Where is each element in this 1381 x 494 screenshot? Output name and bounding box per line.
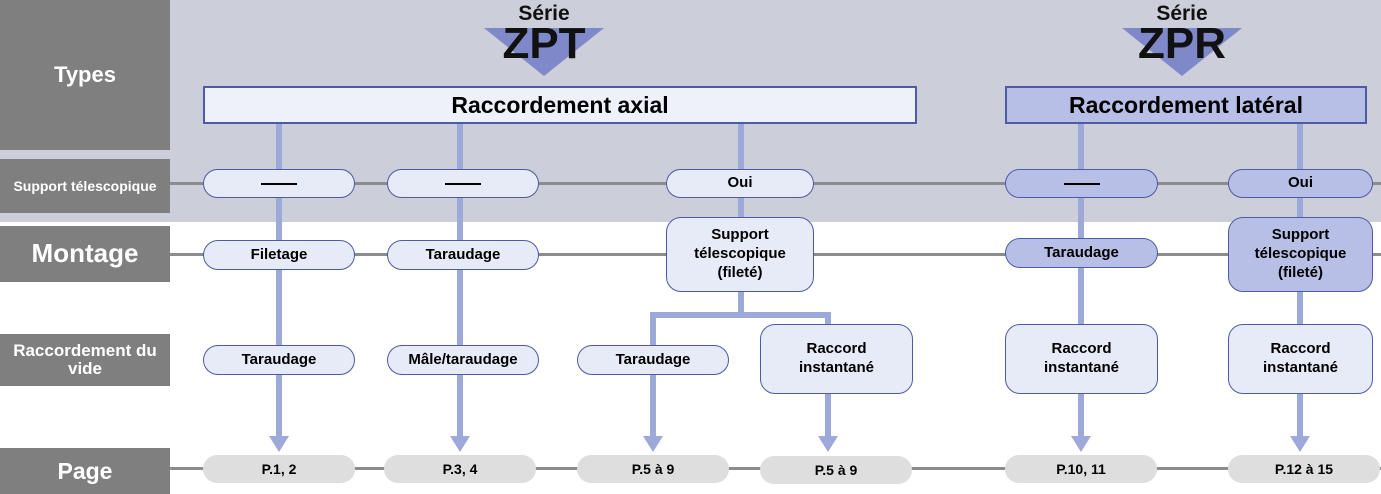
arrow-col1 [269, 436, 289, 452]
raccordement-pill-col2: Mâle/taraudage [387, 345, 539, 375]
raccordement-pill-col1: Taraudage [203, 345, 355, 375]
row-label-montage: Montage [0, 226, 170, 282]
flow-line-col2 [457, 122, 463, 440]
page-ref-col1: P.1, 2 [203, 455, 355, 483]
row-label-page: Page [0, 448, 170, 494]
raccordement-pill-col3a: Taraudage [577, 345, 729, 375]
flow-line-col4 [1078, 122, 1084, 440]
support-pill-col4 [1005, 169, 1158, 198]
row-label-types: Types [0, 0, 170, 150]
arrow-col2 [450, 436, 470, 452]
montage-pill-col5: Support télescopique (fileté) [1228, 217, 1373, 292]
serie-zpr-name: ZPR [1138, 19, 1226, 68]
page-ref-col4: P.10, 11 [1005, 455, 1157, 483]
page-ref-col5: P.12 à 15 [1228, 455, 1380, 483]
serie-zpt-title: Série ZPT [474, 2, 614, 68]
flow-split-col3 [650, 312, 831, 318]
header-raccordement-axial: Raccordement axial [203, 86, 917, 124]
arrow-col4 [1071, 436, 1091, 452]
page-ref-col3a: P.5 à 9 [577, 455, 729, 483]
support-pill-col1 [203, 169, 355, 198]
arrow-col5 [1290, 436, 1310, 452]
arrow-col3a [643, 436, 663, 452]
montage-pill-col3: Support télescopique (fileté) [666, 217, 814, 292]
serie-zpt-label: Série [518, 2, 570, 25]
dash-mark [445, 182, 481, 185]
raccordement-pill-col4: Raccord instantané [1005, 324, 1158, 394]
serie-zpt-marker [484, 28, 604, 76]
support-pill-col3: Oui [666, 169, 814, 198]
header-raccordement-lateral: Raccordement latéral [1005, 86, 1367, 124]
raccordement-pill-col3b: Raccord instantané [760, 324, 913, 394]
support-pill-col2 [387, 169, 539, 198]
page-ref-col2: P.3, 4 [384, 455, 536, 483]
montage-pill-col1: Filetage [203, 240, 355, 270]
support-pill-col5: Oui [1228, 169, 1373, 198]
arrow-col3b [818, 436, 838, 452]
page-ref-col3b: P.5 à 9 [760, 456, 912, 484]
flow-line-col3a [650, 312, 656, 440]
dash-mark [1063, 182, 1100, 185]
dash-mark [261, 182, 297, 185]
serie-zpr-title: Série ZPR [1112, 2, 1252, 68]
row-label-raccordement: Raccordement du vide [0, 334, 170, 386]
serie-zpr-label: Série [1156, 2, 1208, 25]
serie-zpt-name: ZPT [502, 19, 586, 68]
montage-pill-col2: Taraudage [387, 240, 539, 270]
row-label-support: Support télescopique [0, 159, 170, 213]
flow-line-col1 [276, 122, 282, 440]
serie-zpr-marker [1122, 28, 1242, 76]
montage-pill-col4: Taraudage [1005, 238, 1158, 268]
raccordement-pill-col5: Raccord instantané [1228, 324, 1373, 394]
